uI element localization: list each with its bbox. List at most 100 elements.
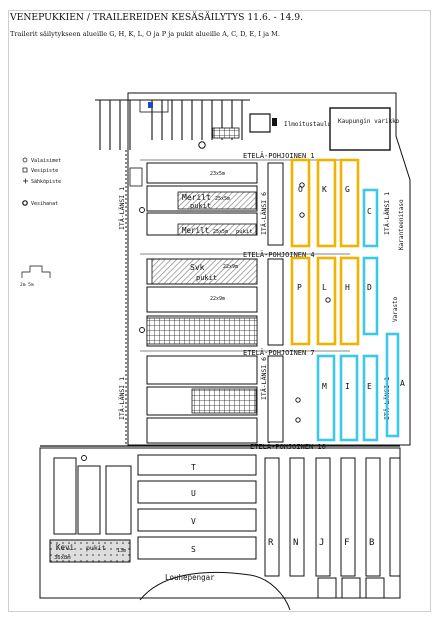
area-I (339, 354, 359, 442)
info-marker (148, 102, 153, 108)
lower-area-labels: R N J F B (268, 538, 374, 548)
bay-column-mid (267, 162, 284, 443)
bay (146, 162, 258, 184)
street-label: ETELÄ-POHJOINEN 7 (243, 348, 315, 357)
street-label: Karanteenitaso (398, 199, 405, 250)
area-label: O (298, 185, 303, 194)
street-label: Varasto (392, 296, 399, 322)
legend: Valaisimet Vesipiste Sähköpiste Vesihana… (20, 157, 61, 288)
area-label: M (322, 382, 327, 391)
office-label: Ilmoitustaulu (284, 121, 331, 128)
legend-label: Vesipiste (31, 168, 58, 174)
area-label: J (319, 538, 324, 548)
area-C (362, 188, 379, 248)
area-A (385, 332, 400, 438)
area-label: G (345, 185, 350, 194)
lot-size: 22x9m (210, 296, 225, 302)
lot-size: 25x5m (213, 229, 228, 235)
area-label: P (297, 283, 302, 292)
kiosk (139, 99, 169, 113)
area-M (316, 354, 336, 442)
bottom-bays (317, 577, 385, 599)
boat-grid (146, 317, 258, 345)
site-outline (127, 92, 411, 446)
area-P (290, 256, 311, 346)
ring-icon (22, 200, 28, 206)
lot-sublabel: pukit (86, 544, 106, 552)
area-label: I (345, 382, 350, 391)
cross-icon (23, 178, 28, 184)
area-label: N (293, 538, 298, 548)
street-label: ETELÄ-POHJOINEN 1 (243, 151, 315, 160)
street-label: ITÄ-LÄNSI 6 (259, 357, 268, 400)
legend-label: Sähköpiste (31, 179, 61, 185)
lot-sublabel: pukit (236, 229, 253, 235)
place-label: Louhepengar (165, 573, 215, 582)
lot-size: 36x8m (54, 555, 71, 561)
bay (146, 417, 258, 444)
pier-fingers (95, 99, 250, 150)
shoreline (139, 571, 291, 611)
lot-size: 13m (117, 548, 126, 554)
pump-house (129, 167, 143, 187)
area-E (362, 354, 379, 442)
lot-label: Kevi (56, 543, 74, 552)
lower-columns (264, 457, 401, 577)
area-label: B (369, 538, 374, 548)
boat-slips (137, 454, 257, 560)
area-label: D (367, 283, 372, 292)
bay (146, 286, 258, 313)
lot-label: Merilt (182, 226, 209, 235)
scale-label: 2m 5m (20, 282, 34, 288)
lot-svk (151, 258, 258, 285)
lot-size: 22x9m (223, 264, 238, 270)
lot-kevi (49, 539, 131, 563)
lot-sublabel: pukit (196, 274, 217, 282)
lot-label: Merilt (182, 193, 211, 202)
area-label: K (322, 185, 327, 194)
area-D (362, 256, 379, 336)
lower-bays (53, 457, 132, 535)
square-icon (22, 167, 28, 173)
legend-label: Vesihanat (31, 201, 58, 207)
area-label: V (191, 517, 196, 526)
warehouse-label: Kaupungin varikko (338, 118, 400, 125)
circle-icon (22, 157, 28, 163)
area-label: U (191, 489, 196, 498)
lot-merit-2 (177, 223, 257, 236)
legend-label: Valaisimet (31, 158, 61, 164)
page-subtitle: Trailerit säilytykseen alueille G, H, K,… (10, 30, 280, 38)
area-label: C (367, 207, 372, 216)
area-label: L (322, 283, 327, 292)
tap-icon (198, 141, 206, 149)
bench-rack (212, 127, 240, 139)
storage-areas (290, 158, 400, 442)
lot-size: 23x5m (210, 171, 225, 177)
area-label: F (344, 538, 349, 548)
office-door (272, 118, 277, 126)
city-warehouse (329, 107, 391, 151)
light-markers (81, 182, 331, 461)
office-building (249, 113, 271, 133)
lot-size: 25x5m (215, 196, 230, 202)
lot-label: Svk (190, 263, 205, 272)
area-label: H (345, 283, 350, 292)
street-label: ITÄ-LÄNSI 1 (117, 377, 126, 420)
area-O (290, 158, 311, 248)
area-L (316, 256, 337, 346)
area-label: R (268, 538, 274, 548)
boat-grid (191, 388, 257, 414)
street-label: ITÄ-LÄNSI 6 (259, 192, 268, 235)
area-K (316, 158, 337, 248)
area-label: T (191, 463, 196, 472)
area-label: A (400, 379, 405, 388)
area-labels: O K G C P L H D M I E A (297, 185, 405, 391)
area-H (339, 256, 360, 346)
street-label: ETELÄ-POHJOINEN 4 (243, 250, 315, 259)
lot-merit-1 (177, 191, 257, 210)
scale-icon (21, 265, 51, 278)
area-label: E (367, 382, 372, 391)
bay (146, 355, 258, 385)
area-label: S (191, 545, 196, 554)
